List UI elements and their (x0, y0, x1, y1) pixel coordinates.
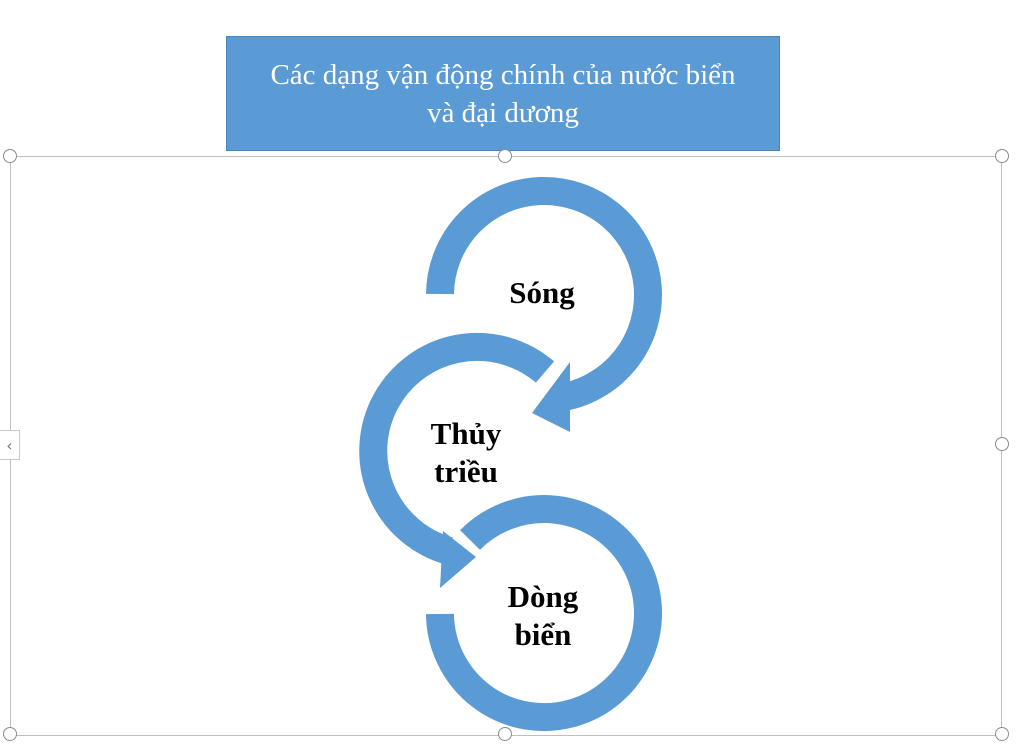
resize-handle-bottom-center[interactable] (498, 727, 512, 741)
arrowhead-song (532, 362, 570, 432)
node-label-dong-bien[interactable]: Dòng biển (473, 578, 613, 654)
title-line-1: Các dạng vận động chính của nước biển (270, 58, 736, 91)
node-dong-bien-line1: Dòng (507, 579, 579, 614)
resize-handle-top-right[interactable] (995, 149, 1009, 163)
node-label-song[interactable]: Sóng (472, 274, 612, 312)
node-label-thuy-trieu[interactable]: Thủy triều (396, 415, 536, 491)
arrowhead-thuy-trieu (440, 531, 476, 588)
arc-thuy-trieu (359, 332, 555, 565)
resize-handle-top-left[interactable] (3, 149, 17, 163)
resize-handle-top-center[interactable] (498, 149, 512, 163)
node-dong-bien-line2: biển (514, 617, 572, 652)
title-line-2: và đại dương (427, 96, 579, 129)
title-text: Các dạng vận động chính của nước biển và… (260, 56, 745, 132)
node-song-line1: Sóng (509, 275, 575, 310)
resize-handle-middle-right[interactable] (995, 437, 1009, 451)
arc-dong-bien (426, 495, 662, 732)
title-box[interactable]: Các dạng vận động chính của nước biển và… (226, 36, 780, 151)
resize-handle-bottom-left[interactable] (3, 727, 17, 741)
node-thuy-trieu-line2: triều (434, 454, 498, 489)
node-thuy-trieu-line1: Thủy (430, 416, 502, 451)
resize-handle-bottom-right[interactable] (995, 727, 1009, 741)
chevron-left-icon: ‹ (6, 435, 13, 455)
text-pane-toggle[interactable]: ‹ (0, 430, 20, 460)
arc-song (426, 176, 662, 412)
